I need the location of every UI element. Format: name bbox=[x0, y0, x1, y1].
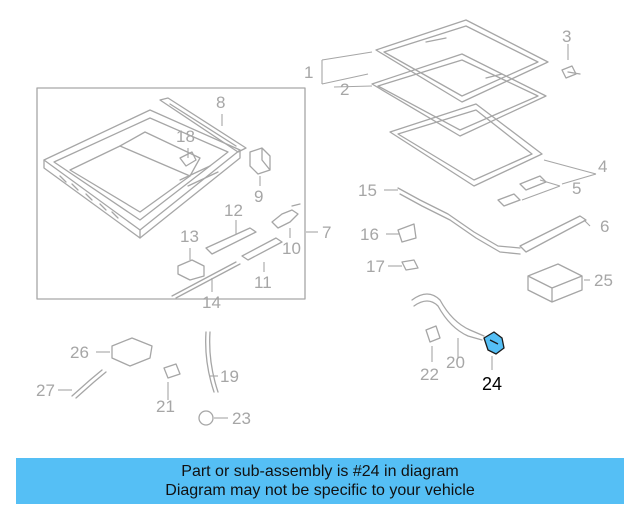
banner-line-2: Diagram may not be specific to your vehi… bbox=[165, 482, 475, 499]
callout-9: 9 bbox=[254, 187, 263, 206]
part-9-block bbox=[249, 147, 271, 175]
part-5-brackets bbox=[497, 175, 547, 207]
callout-13: 13 bbox=[180, 227, 199, 246]
callout-17: 17 bbox=[366, 257, 385, 276]
part-8-rail bbox=[159, 97, 247, 153]
info-banner: Part or sub-assembly is #24 in diagram D… bbox=[16, 458, 624, 504]
part-26-module bbox=[111, 337, 153, 367]
callout-16: 16 bbox=[360, 225, 379, 244]
callout-6: 6 bbox=[600, 217, 609, 236]
callout-22: 22 bbox=[420, 365, 439, 384]
part-25-module bbox=[527, 263, 583, 303]
callout-25: 25 bbox=[594, 271, 613, 290]
part-6-rail bbox=[519, 215, 587, 253]
callout-26: 26 bbox=[70, 343, 89, 362]
callout-11: 11 bbox=[254, 273, 272, 292]
callout-12: 12 bbox=[224, 201, 243, 220]
callout-8: 8 bbox=[216, 93, 225, 112]
part-10-clip bbox=[271, 203, 301, 229]
callout-2: 2 bbox=[340, 80, 349, 99]
callout-10: 10 bbox=[282, 239, 301, 258]
callout-23: 23 bbox=[232, 409, 251, 428]
part-13-motor bbox=[177, 259, 205, 281]
part-1-glass-panel bbox=[375, 19, 549, 103]
callout-27: 27 bbox=[36, 381, 55, 400]
callout-4: 4 bbox=[598, 157, 607, 176]
part-11-guide bbox=[241, 237, 283, 261]
part-27-hose bbox=[71, 369, 107, 399]
part-14-cable bbox=[171, 261, 241, 299]
inset-frame-box bbox=[36, 87, 306, 300]
callout-19: 19 bbox=[220, 367, 239, 386]
callout-3: 3 bbox=[562, 27, 571, 46]
callout-21: 21 bbox=[156, 397, 175, 416]
sunroof-housing-frame bbox=[43, 109, 241, 239]
banner-line-1: Part or sub-assembly is #24 in diagram bbox=[181, 463, 459, 480]
part-3-bolt bbox=[561, 65, 581, 79]
callout-14: 14 bbox=[202, 293, 221, 312]
callout-18: 18 bbox=[176, 127, 195, 146]
part-20-drain-hose bbox=[411, 293, 485, 341]
part-4-frame bbox=[389, 103, 543, 187]
part-24-highlighted bbox=[483, 331, 505, 355]
part-19-hose bbox=[205, 331, 219, 393]
callout-7: 7 bbox=[322, 223, 331, 242]
callout-20: 20 bbox=[446, 353, 465, 372]
callout-5: 5 bbox=[572, 179, 581, 198]
part-15-rail bbox=[397, 187, 521, 255]
part-16-pad bbox=[397, 223, 417, 243]
leader-lines bbox=[58, 44, 597, 419]
part-12-guide bbox=[205, 227, 257, 255]
part-17-clip bbox=[401, 259, 419, 271]
callout-1: 1 bbox=[304, 63, 313, 82]
part-22-clip bbox=[425, 325, 441, 343]
callout-24: 24 bbox=[482, 374, 502, 394]
part-21-clip bbox=[163, 363, 181, 379]
callout-15: 15 bbox=[358, 181, 377, 200]
part-23-grommet bbox=[198, 410, 214, 426]
